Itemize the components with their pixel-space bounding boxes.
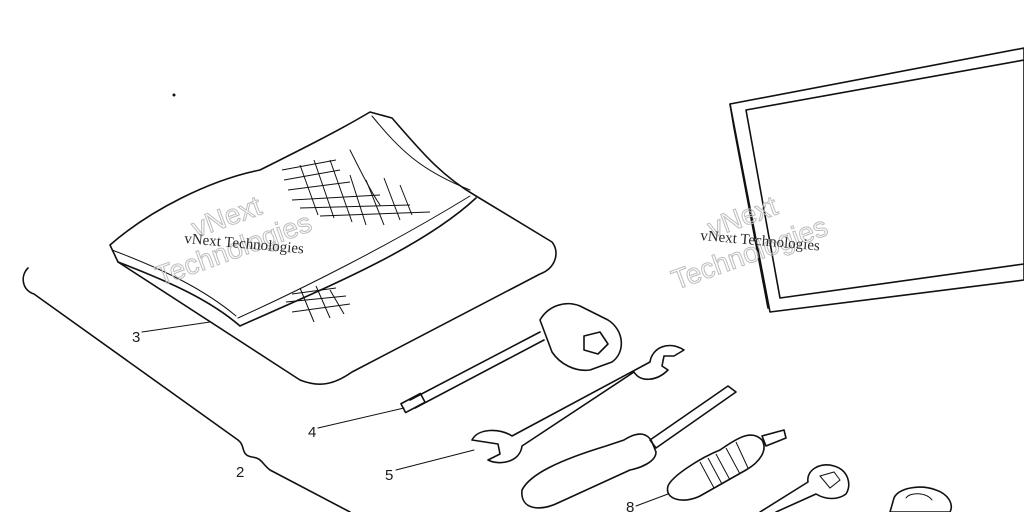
open-end-wrench [395, 344, 685, 471]
document-panel [729, 47, 1024, 313]
kit-bracket [22, 267, 351, 512]
driver-handle [635, 429, 787, 507]
plug-wrench [317, 302, 623, 429]
screwdriver [521, 385, 737, 509]
stray-dot [172, 93, 176, 97]
callout-4: 4 [308, 424, 316, 441]
callout-8: 8 [626, 499, 634, 512]
callout-5: 5 [385, 467, 393, 484]
callout-2: 2 [236, 464, 244, 481]
box-wrench [759, 464, 850, 512]
watermark-right: vNext Technologies vNext Technologies [667, 189, 832, 296]
tool-bag [109, 111, 557, 385]
callout-3: 3 [132, 329, 140, 346]
hex-socket [889, 486, 952, 512]
watermark-left: vNext Technologies vNext Technologies [151, 189, 316, 292]
